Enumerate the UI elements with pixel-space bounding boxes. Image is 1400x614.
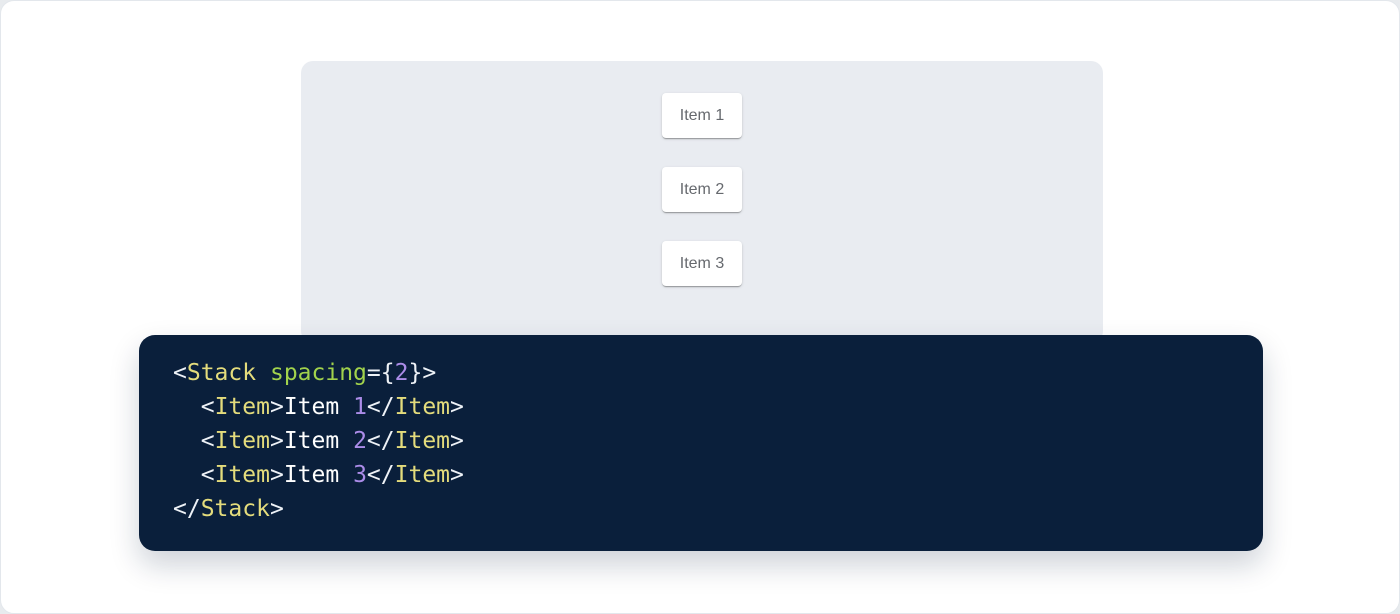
code-token-plain bbox=[173, 394, 201, 420]
code-token-punc: </ bbox=[366, 394, 395, 420]
code-token-tag: Item bbox=[394, 428, 451, 454]
code-block: <Stack spacing={2}> <Item>Item 1</Item> … bbox=[139, 335, 1263, 551]
code-lines: <Stack spacing={2}> <Item>Item 1</Item> … bbox=[173, 356, 1229, 526]
code-token-punc: ={ bbox=[366, 360, 395, 386]
code-token-punc: > bbox=[269, 394, 284, 420]
code-token-punc: < bbox=[200, 462, 215, 488]
code-token-punc: > bbox=[269, 428, 284, 454]
code-token-punc: </ bbox=[366, 462, 395, 488]
code-token-num: 2 bbox=[394, 360, 409, 386]
code-line: <Stack spacing={2}> bbox=[173, 356, 1229, 390]
code-line: </Stack> bbox=[173, 492, 1229, 526]
code-token-tag: Stack bbox=[186, 360, 257, 386]
code-token-tag: Item bbox=[214, 394, 270, 420]
code-token-plain: Item bbox=[283, 394, 354, 420]
code-token-tag: Item bbox=[394, 462, 451, 488]
code-token-punc: < bbox=[200, 428, 215, 454]
stack-item: Item 3 bbox=[662, 241, 742, 286]
stack-item: Item 2 bbox=[662, 167, 742, 212]
code-token-plain: Item bbox=[283, 462, 354, 488]
code-token-punc: < bbox=[173, 360, 187, 386]
code-token-plain bbox=[173, 428, 201, 454]
code-token-punc: </ bbox=[366, 428, 395, 454]
code-token-num: 3 bbox=[353, 462, 367, 488]
stack-demo-panel: Item 1 Item 2 Item 3 bbox=[301, 61, 1103, 343]
code-token-punc: > bbox=[269, 496, 284, 522]
code-token-plain: Item bbox=[283, 428, 354, 454]
code-token-num: 1 bbox=[353, 394, 367, 420]
code-token-punc: < bbox=[200, 394, 215, 420]
code-line: <Item>Item 2</Item> bbox=[173, 424, 1229, 458]
code-token-plain bbox=[256, 360, 270, 386]
stack-demo: Item 1 Item 2 Item 3 bbox=[301, 93, 1103, 286]
code-line: <Item>Item 1</Item> bbox=[173, 390, 1229, 424]
code-token-punc: > bbox=[450, 462, 464, 488]
code-token-tag: Item bbox=[394, 394, 451, 420]
code-token-num: 2 bbox=[353, 428, 367, 454]
code-token-plain bbox=[173, 462, 201, 488]
code-line: <Item>Item 3</Item> bbox=[173, 458, 1229, 492]
code-token-punc: > bbox=[450, 394, 464, 420]
code-token-tag: Item bbox=[214, 462, 270, 488]
code-token-punc: </ bbox=[173, 496, 201, 522]
stack-item: Item 1 bbox=[662, 93, 742, 138]
code-token-tag: Item bbox=[214, 428, 270, 454]
code-token-punc: > bbox=[269, 462, 284, 488]
code-token-punc: > bbox=[450, 428, 464, 454]
code-token-punc: }> bbox=[408, 360, 437, 386]
code-token-attr: spacing bbox=[269, 360, 367, 386]
code-token-tag: Stack bbox=[200, 496, 270, 522]
